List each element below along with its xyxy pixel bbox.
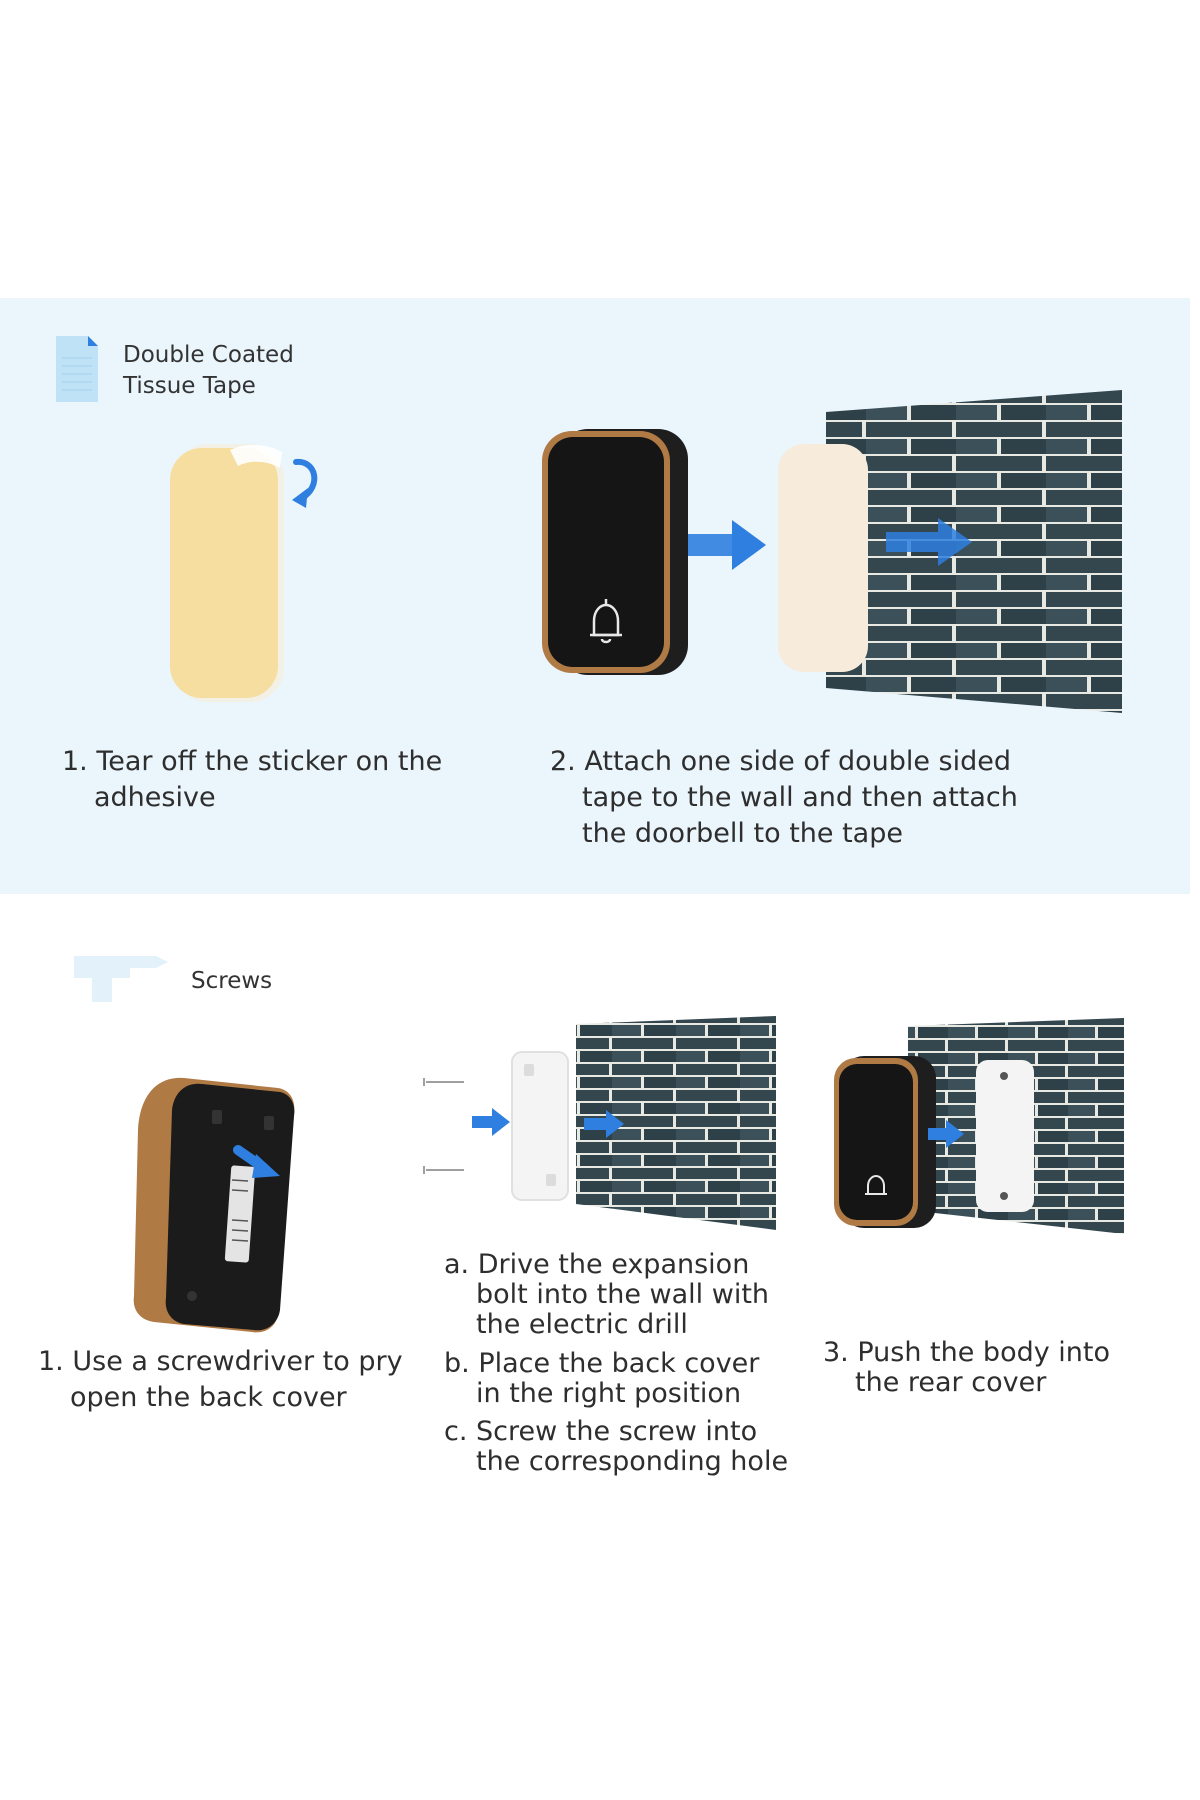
tape-step-2-line2: tape to the wall and then attach (582, 782, 1018, 813)
screws-step-2b-line2: in the right position (476, 1378, 742, 1409)
tape-step-1-line1: Tear off the sticker on the (96, 746, 443, 777)
screws-step-2c-line1: Screw the screw into (476, 1416, 758, 1447)
wall-doorbell-mounted-illustration (834, 1018, 1124, 1234)
screws-step-2b-line1: Place the back cover (478, 1348, 760, 1379)
adhesive-sticker-illustration (170, 444, 318, 702)
document-icon (56, 336, 98, 402)
screws-step-1-line1: Use a screwdriver to pry (72, 1346, 403, 1377)
tape-step-1: 1. Tear off the sticker on the adhesive (62, 744, 442, 816)
screws-step-3-number: 3. (823, 1337, 849, 1368)
screws-step-2a: a. Drive the expansion bolt into the wal… (444, 1250, 769, 1340)
tape-legend-line1: Double Coated (123, 342, 294, 368)
screws-legend-label: Screws (191, 968, 273, 994)
doorbell-back-illustration (133, 1077, 295, 1333)
screws-step-2a-line1: Drive the expansion (477, 1249, 750, 1280)
screws-step-3-line1: Push the body into (857, 1337, 1111, 1368)
bell-icon (590, 599, 622, 644)
bell-icon (865, 1174, 887, 1195)
screws-step-2c-line2: the corresponding hole (476, 1446, 789, 1477)
tape-step-1-number: 1. (62, 746, 88, 777)
screws-step-2a-line3: the electric drill (476, 1309, 688, 1340)
screws-step-2c: c. Screw the screw into the correspondin… (444, 1417, 788, 1477)
wall-back-cover-illustration (423, 1016, 776, 1230)
tape-step-2: 2. Attach one side of double sided tape … (550, 744, 1018, 852)
screws-step-1-number: 1. (38, 1346, 64, 1377)
tape-step-2-number: 2. (550, 746, 576, 777)
screws-step-2a-letter: a. (444, 1249, 470, 1280)
screws-step-2c-letter: c. (444, 1416, 468, 1447)
tape-step-2-line1: Attach one side of double sided (584, 746, 1012, 777)
arrow-right-icon (688, 520, 766, 570)
screw-icon (423, 1078, 464, 1174)
screws-step-3-line2: the rear cover (855, 1367, 1047, 1398)
curved-arrow-icon (292, 458, 318, 508)
screws-step-2b: b. Place the back cover in the right pos… (444, 1349, 759, 1409)
screws-step-2a-line2: bolt into the wall with (476, 1279, 770, 1310)
screws-step-2b-letter: b. (444, 1348, 470, 1379)
screws-step-1: 1. Use a screwdriver to pry open the bac… (38, 1344, 403, 1416)
brick-wall-with-tape (778, 390, 1122, 713)
arrow-right-icon (233, 1145, 280, 1178)
doorbell-front-illustration (542, 429, 688, 675)
screws-step-3: 3. Push the body into the rear cover (823, 1338, 1110, 1398)
drill-icon (74, 956, 168, 1002)
tape-legend-line2: Tissue Tape (123, 373, 256, 399)
tape-step-1-line2: adhesive (94, 782, 216, 813)
tape-step-2-line3: the doorbell to the tape (582, 818, 903, 849)
tape-legend-label: Double Coated Tissue Tape (123, 340, 294, 402)
screws-step-1-line2: open the back cover (70, 1382, 347, 1413)
